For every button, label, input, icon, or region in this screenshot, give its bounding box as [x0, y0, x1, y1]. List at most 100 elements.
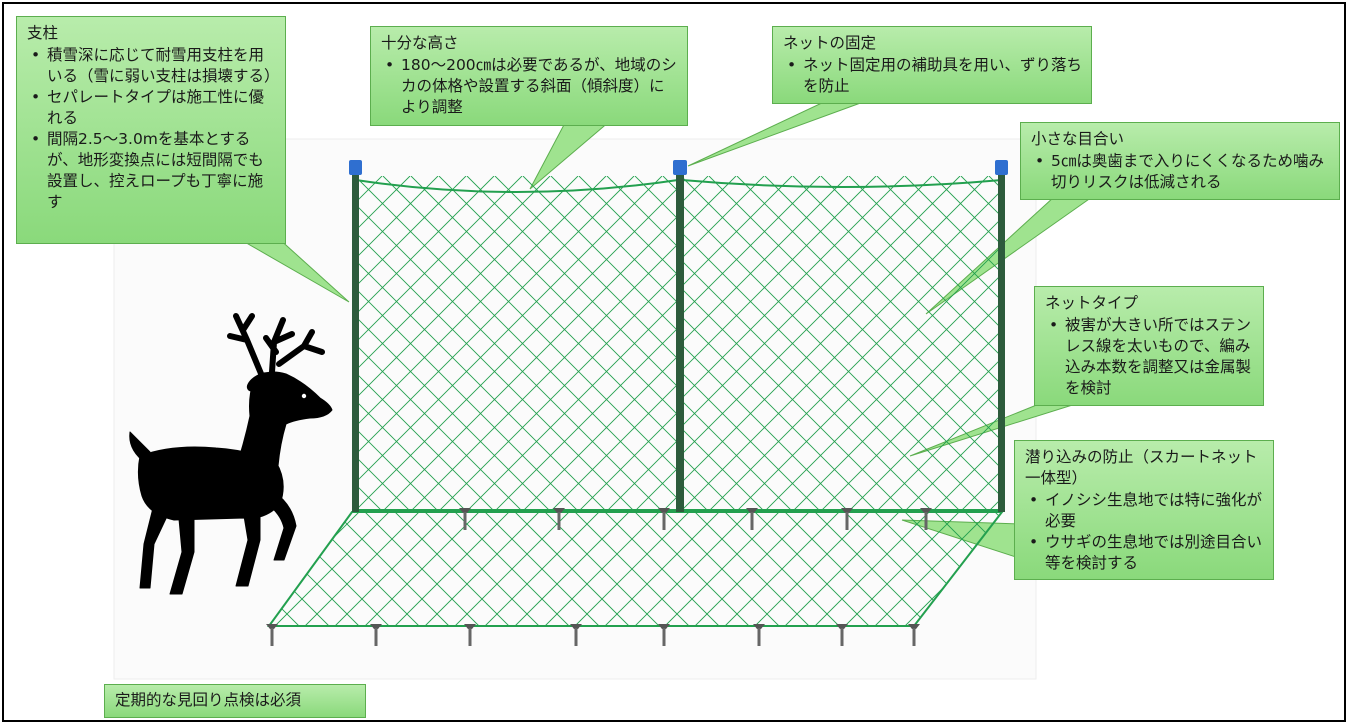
- callout-skirt-item: ウサギの生息地では別途目合い等を検討する: [1025, 532, 1265, 574]
- fence-illustration: [113, 100, 1346, 680]
- callout-post-item: セパレートタイプは施工性に優れる: [27, 87, 277, 129]
- net-mesh-line: [514, 512, 630, 626]
- net-mesh-line: [394, 512, 510, 626]
- net-mesh-line: [680, 176, 821, 317]
- callout-skirt-title: 潜り込みの防止（スカートネット一体型）: [1025, 448, 1258, 487]
- net-mesh-line: [484, 512, 600, 626]
- net-mesh-line: [680, 176, 877, 373]
- callout-post-item: 間隔2.5～3.0mを基本とするが、地形変換点には短間隔でも設置し、控えロープも…: [27, 129, 277, 213]
- net-mesh-line: [354, 176, 467, 289]
- ground-peg-icon: [570, 624, 582, 646]
- net-mesh-line: [522, 176, 677, 331]
- net-mesh-line: [274, 512, 390, 626]
- fence-posts: [349, 160, 1008, 512]
- net-mesh-line: [664, 512, 780, 626]
- net-mesh-line: [844, 512, 960, 626]
- callout-mesh: 小さな目合い 5㎝は奥歯まで入りにくくなるため噛み切りリスクは低減される: [1020, 122, 1340, 200]
- callout-fixing-item: ネット固定用の補助具を用い、ずり落ちを防止: [783, 55, 1083, 97]
- net-mesh-line: [604, 512, 720, 626]
- callout-post: 支柱 積雪深に応じて耐雪用支柱を用いる（雪に弱い支柱は損壊する） セパレートタイ…: [16, 16, 286, 244]
- callout-skirt-list: イノシシ生息地では特に強化が必要 ウサギの生息地では別途目合い等を検討する: [1025, 490, 1265, 574]
- callout-mesh-item: 5㎝は奥歯まで入りにくくなるため噛み切りリスクは低減される: [1031, 151, 1331, 193]
- ground-peg-icon: [753, 624, 765, 646]
- net-mesh-line: [634, 512, 750, 626]
- net-mesh-line: [1297, 176, 1346, 511]
- callout-post-list: 積雪深に応じて耐雪用支柱を用いる（雪に弱い支柱は損壊する） セパレートタイプは施…: [27, 45, 280, 213]
- callout-post-item: 積雪深に応じて耐雪用支柱を用いる（雪に弱い支柱は損壊する）: [27, 45, 280, 87]
- callout-pointers: [234, 100, 1094, 560]
- callout-nettype: ネットタイプ 被害が大きい所ではステンレス線を太いもので、編み込み本数を調整又は…: [1034, 286, 1264, 406]
- net-mesh-line: [606, 176, 677, 247]
- net-mesh-line: [410, 244, 677, 511]
- net-top-left: [355, 179, 679, 193]
- net-mesh-line: [874, 512, 990, 626]
- net-mesh-line: [354, 176, 579, 401]
- net-mesh-line: [544, 512, 660, 626]
- net-mesh-line: [382, 216, 677, 511]
- net-mesh-line: [454, 512, 570, 626]
- net-mesh-line: [848, 176, 1000, 328]
- net-mesh-line: [578, 176, 677, 275]
- net-mesh-line: [1325, 176, 1346, 511]
- net-panel-left: [354, 176, 677, 511]
- net-mesh-line: [932, 443, 1000, 511]
- callout-nettype-title: ネットタイプ: [1045, 294, 1139, 312]
- net-mesh-line: [606, 440, 677, 511]
- net-mesh-line: [876, 176, 1000, 300]
- callout-skirt-item: イノシシ生息地では特に強化が必要: [1025, 490, 1265, 532]
- net-mesh-line: [494, 328, 677, 511]
- callout-height-title: 十分な高さ: [381, 34, 459, 52]
- callout-patrol-title: 定期的な見回り点検は必須: [115, 691, 302, 709]
- net-mesh-line: [848, 359, 1000, 511]
- net-mesh-line: [784, 512, 900, 626]
- net-mesh-line: [814, 512, 930, 626]
- ground-peg-icon: [266, 624, 278, 646]
- net-mesh-line: [354, 398, 467, 511]
- net-mesh-line: [354, 176, 551, 373]
- net-mesh-line: [1297, 176, 1346, 511]
- net-mesh-line: [724, 512, 840, 626]
- callout-skirt: 潜り込みの防止（スカートネット一体型） イノシシ生息地では特に強化が必要 ウサギ…: [1014, 440, 1274, 580]
- net-mesh-line: [354, 370, 495, 511]
- net-mesh-line: [1325, 176, 1346, 511]
- callout-mesh-title: 小さな目合い: [1031, 130, 1125, 148]
- net-mesh-line: [522, 356, 677, 511]
- post-cap-center: [673, 160, 687, 175]
- net-mesh-line: [904, 176, 1000, 272]
- callout-fixing-title: ネットの固定: [783, 34, 877, 52]
- net-mesh-line: [550, 384, 677, 511]
- net-mesh-line: [680, 176, 933, 429]
- ground-peg-icon: [459, 508, 471, 530]
- net-mesh-line: [792, 303, 1000, 511]
- net-mesh-line: [1269, 176, 1346, 511]
- net-mesh-line: [680, 398, 793, 511]
- post-cap-left: [349, 160, 362, 175]
- net-mesh-line: [680, 176, 765, 261]
- net-mesh-line: [736, 247, 1000, 511]
- net-mesh-line: [708, 219, 1000, 511]
- post-right: [998, 172, 1005, 512]
- net-mesh-line: [466, 300, 677, 511]
- net-mesh-line: [932, 176, 1000, 244]
- ground-peg-icon: [553, 508, 565, 530]
- net-mesh-line: [680, 191, 1000, 511]
- net-mesh-line: [680, 176, 905, 401]
- deer-silhouette-icon: [129, 313, 333, 595]
- ground-peg-icon: [746, 508, 758, 530]
- callout-nettype-list: 被害が大きい所ではステンレス線を太いもので、編み込み本数を調整又は金属製を検討: [1045, 315, 1255, 399]
- net-mesh-line: [574, 512, 690, 626]
- callout-fixing-list: ネット固定用の補助具を用い、ずり落ちを防止: [783, 55, 1083, 97]
- net-mesh-line: [680, 176, 989, 485]
- ground-peg-icon: [464, 624, 476, 646]
- net-mesh-line: [354, 188, 677, 511]
- callout-post-title: 支柱: [27, 24, 59, 42]
- net-top-right: [681, 179, 1003, 188]
- net-mesh-line: [680, 176, 793, 289]
- net-mesh-line: [304, 512, 420, 626]
- net-mesh-line: [578, 412, 677, 511]
- callout-height-item: 180～200㎝は必要であるが、地域のシカの体格や設置する斜面（傾斜度）により調…: [381, 55, 679, 118]
- ground-peg-icon: [920, 508, 932, 530]
- ground-peg-icon: [658, 508, 670, 530]
- callout-height-list: 180～200㎝は必要であるが、地域のシカの体格や設置する斜面（傾斜度）により調…: [381, 55, 679, 118]
